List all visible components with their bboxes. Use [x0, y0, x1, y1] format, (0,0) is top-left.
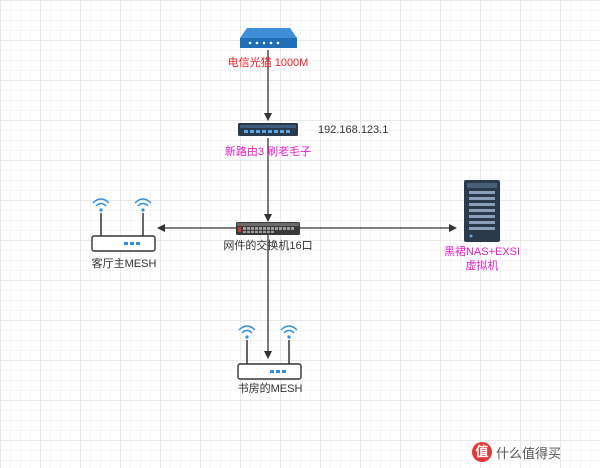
mesh-study-label: 书房的MESH [237, 383, 303, 395]
watermark-text: 什么值得买 [496, 446, 562, 462]
mesh-living-icon [91, 198, 156, 252]
modem-label: 电信光猫 1000M [227, 57, 309, 69]
watermark: 值 什么值得买 [472, 440, 561, 464]
router-icon [238, 123, 298, 136]
switch-label: 网件的交换机16口 [223, 240, 313, 252]
nas-label-line1: 黑裙NAS+EXSI [443, 246, 521, 258]
router-label: 新路由3 刷老毛子 [224, 146, 312, 158]
mesh-living-label: 客厅主MESH [91, 258, 157, 270]
modem-icon [240, 28, 297, 48]
router-ip-label: 192.168.123.1 [318, 124, 389, 136]
mesh-study-icon [237, 325, 302, 380]
nas-label-line2: 虚拟机 [465, 260, 499, 272]
nas-server-icon [464, 180, 500, 242]
watermark-logo: 值 [472, 442, 492, 462]
switch-icon [236, 222, 300, 235]
